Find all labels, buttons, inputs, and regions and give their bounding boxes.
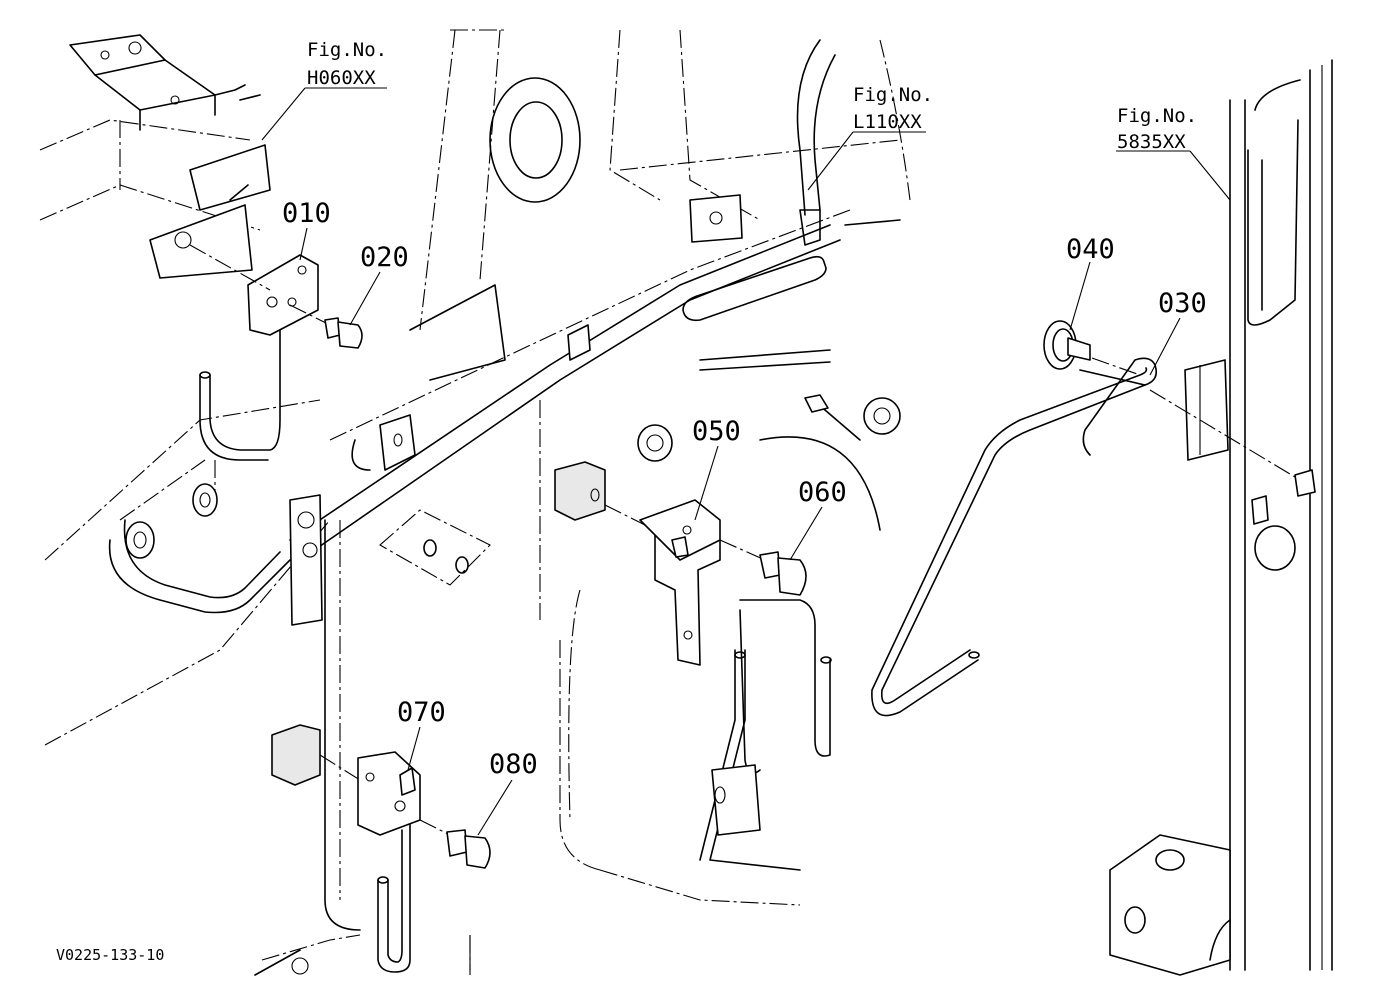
fig-ref-code: H060XX — [307, 67, 376, 89]
frame-clip — [1251, 495, 1269, 525]
label-040: 040 — [1066, 234, 1115, 265]
part-070-bracket — [271, 724, 421, 836]
fig-ref-code: 5835XX — [1117, 131, 1186, 153]
figure-references: Fig.No. H060XX Fig.No. L110XX Fig.No. 58… — [307, 39, 1197, 153]
part-number-labels: 010 020 030 040 050 060 070 080 — [282, 198, 1207, 780]
fig-ref-label: Fig.No. — [853, 84, 933, 106]
part-010-plate — [189, 244, 319, 336]
fig-ref-label: Fig.No. — [307, 39, 387, 61]
label-060: 060 — [798, 477, 847, 508]
label-070: 070 — [397, 697, 446, 728]
part-050-bracket — [554, 461, 721, 666]
fig-ref-label: Fig.No. — [1117, 105, 1197, 127]
background-frame-outlines — [39, 29, 1333, 976]
part-030-rod — [871, 357, 1301, 717]
frame-nut — [1294, 469, 1316, 497]
part-080-bolt — [419, 819, 491, 869]
label-020: 020 — [360, 242, 409, 273]
part-020-bolt — [289, 304, 363, 349]
part-060-bolt — [719, 539, 807, 596]
label-050: 050 — [692, 416, 741, 447]
label-080: 080 — [489, 749, 538, 780]
label-010: 010 — [282, 198, 331, 229]
drawing-code: V0225-133-10 — [56, 946, 164, 964]
leader-lines — [261, 87, 1231, 836]
part-040-bolt — [1043, 320, 1141, 376]
fig-ref-code: L110XX — [853, 111, 922, 133]
label-030: 030 — [1158, 288, 1207, 319]
